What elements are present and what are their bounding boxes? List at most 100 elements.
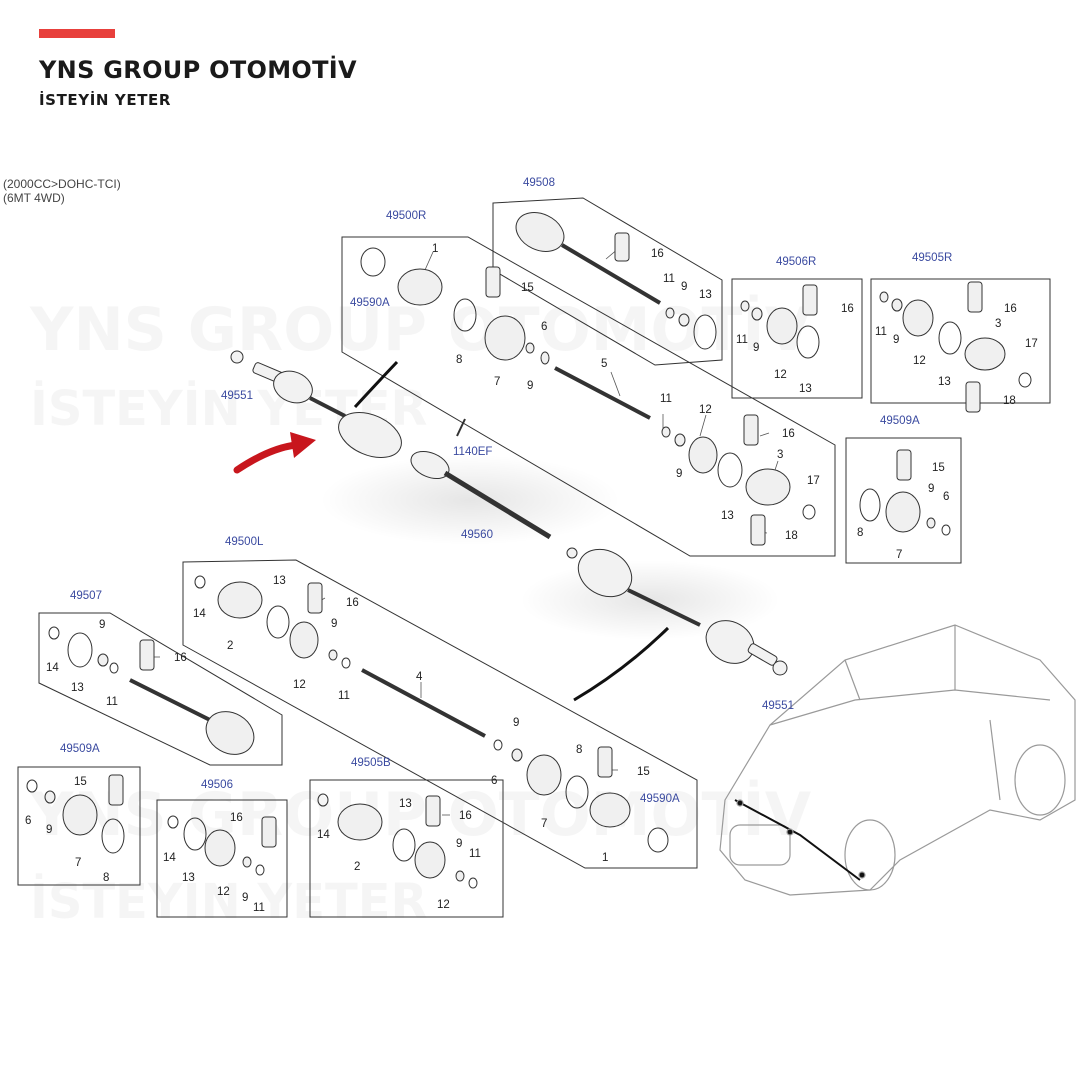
part-code-49509A-left: 49509A (60, 743, 100, 755)
callout: 16 (1004, 303, 1017, 315)
callout: 12 (293, 679, 306, 691)
callout: 9 (928, 483, 934, 495)
brand-tagline: İSTEYİN YETER (39, 91, 172, 109)
callout: 18 (1003, 395, 1016, 407)
watermark-tagline-lower: İSTEYİN YETER (30, 873, 428, 930)
callout: 16 (174, 652, 187, 664)
callout: 13 (699, 289, 712, 301)
part-code-49500R: 49500R (386, 210, 426, 222)
callout: 4 (416, 671, 423, 683)
panel-frames (17, 197, 1051, 918)
callout: 7 (896, 549, 902, 561)
callout: 14 (193, 608, 206, 620)
callout: 8 (103, 872, 109, 884)
callout: 16 (459, 810, 472, 822)
panel-49506R (731, 278, 863, 399)
callout: 9 (331, 618, 337, 630)
callout: 12 (774, 369, 787, 381)
panel-49505B (309, 779, 504, 918)
drivetrain-spec: (6MT 4WD) (3, 191, 65, 205)
red-arrow-icon (233, 432, 316, 474)
callout: 17 (1025, 338, 1038, 350)
callout: 8 (456, 354, 462, 366)
parts-49509A-left (26, 774, 125, 854)
center-shaft-assembly (230, 350, 552, 540)
part-code-49551-bottom: 49551 (762, 700, 794, 712)
callout: 11 (338, 690, 350, 702)
part-code-49509A-right: 49509A (880, 415, 920, 427)
shaft-49508 (515, 212, 717, 350)
callout: 11 (875, 326, 887, 338)
panel-49507 (38, 612, 283, 766)
callout: 8 (857, 527, 863, 539)
callout: 14 (163, 852, 176, 864)
part-code-49508: 49508 (523, 177, 555, 189)
parts-49505B (317, 793, 478, 889)
callout: 13 (799, 383, 812, 395)
panel-49500R (341, 236, 836, 557)
parts-49500L (194, 575, 669, 853)
callout: 11 (663, 273, 675, 285)
parts-49500R (360, 247, 816, 546)
callout: 6 (943, 491, 949, 503)
part-code-49505B: 49505B (351, 757, 391, 769)
callout: 16 (346, 597, 359, 609)
parts-49506R (740, 284, 820, 359)
callout: 15 (74, 776, 87, 788)
callout: 12 (699, 404, 712, 416)
callout: 9 (681, 281, 687, 293)
part-code-1140EF: 1140EF (453, 446, 492, 458)
callout: 13 (71, 682, 84, 694)
callout: 5 (601, 358, 607, 370)
callout: 9 (527, 380, 533, 392)
callout: 1 (432, 243, 438, 255)
parts-49505R (879, 281, 1032, 413)
callout: 3 (777, 449, 783, 461)
callout: 15 (637, 766, 650, 778)
callout: 17 (807, 475, 820, 487)
callout: 7 (75, 857, 81, 869)
callout: 2 (354, 861, 360, 873)
callout: 16 (782, 428, 795, 440)
callout: 18 (785, 530, 798, 542)
callout: 11 (106, 696, 118, 708)
callout: 9 (46, 824, 52, 836)
callout: 12 (217, 886, 230, 898)
callout: 9 (99, 619, 105, 631)
callout: 9 (893, 334, 899, 346)
callout: 13 (721, 510, 734, 522)
callout: 11 (253, 902, 265, 914)
callout-numbers: 16 11 9 13 1 15 8 6 7 9 5 11 12 16 9 3 1… (25, 243, 1038, 914)
part-code-49506: 49506 (201, 779, 233, 791)
callout: 9 (513, 717, 519, 729)
callout: 16 (230, 812, 243, 824)
left-driveshaft-assembly (566, 547, 788, 676)
callout: 14 (317, 829, 330, 841)
callout: 11 (660, 393, 672, 405)
callout: 11 (736, 334, 748, 346)
callout: 16 (841, 303, 854, 315)
part-code-49551-top: 49551 (221, 390, 253, 402)
part-code-labels: 49508 49500R 49506R 49505R 49590A 49551 … (60, 177, 952, 805)
callout: 6 (491, 775, 497, 787)
callout: 7 (541, 818, 547, 830)
callout: 12 (437, 899, 450, 911)
callout: 13 (399, 798, 412, 810)
callout: 6 (541, 321, 547, 333)
panel-49506 (156, 799, 288, 918)
parts-49506 (167, 815, 277, 876)
part-code-49505R: 49505R (912, 252, 952, 264)
part-code-49590A-top: 49590A (350, 297, 390, 309)
callout: 7 (494, 376, 500, 388)
callout: 9 (242, 892, 248, 904)
callout: 13 (182, 872, 195, 884)
watermark-name-lower: YNS GROUP OTOMOTİV (29, 778, 812, 850)
part-code-49560: 49560 (461, 529, 493, 541)
guide-curve-top (353, 360, 399, 409)
callout: 2 (227, 640, 233, 652)
part-code-49500L: 49500L (225, 536, 264, 548)
callout: 1 (602, 852, 608, 864)
callout: 9 (456, 838, 462, 850)
callout: 12 (913, 355, 926, 367)
